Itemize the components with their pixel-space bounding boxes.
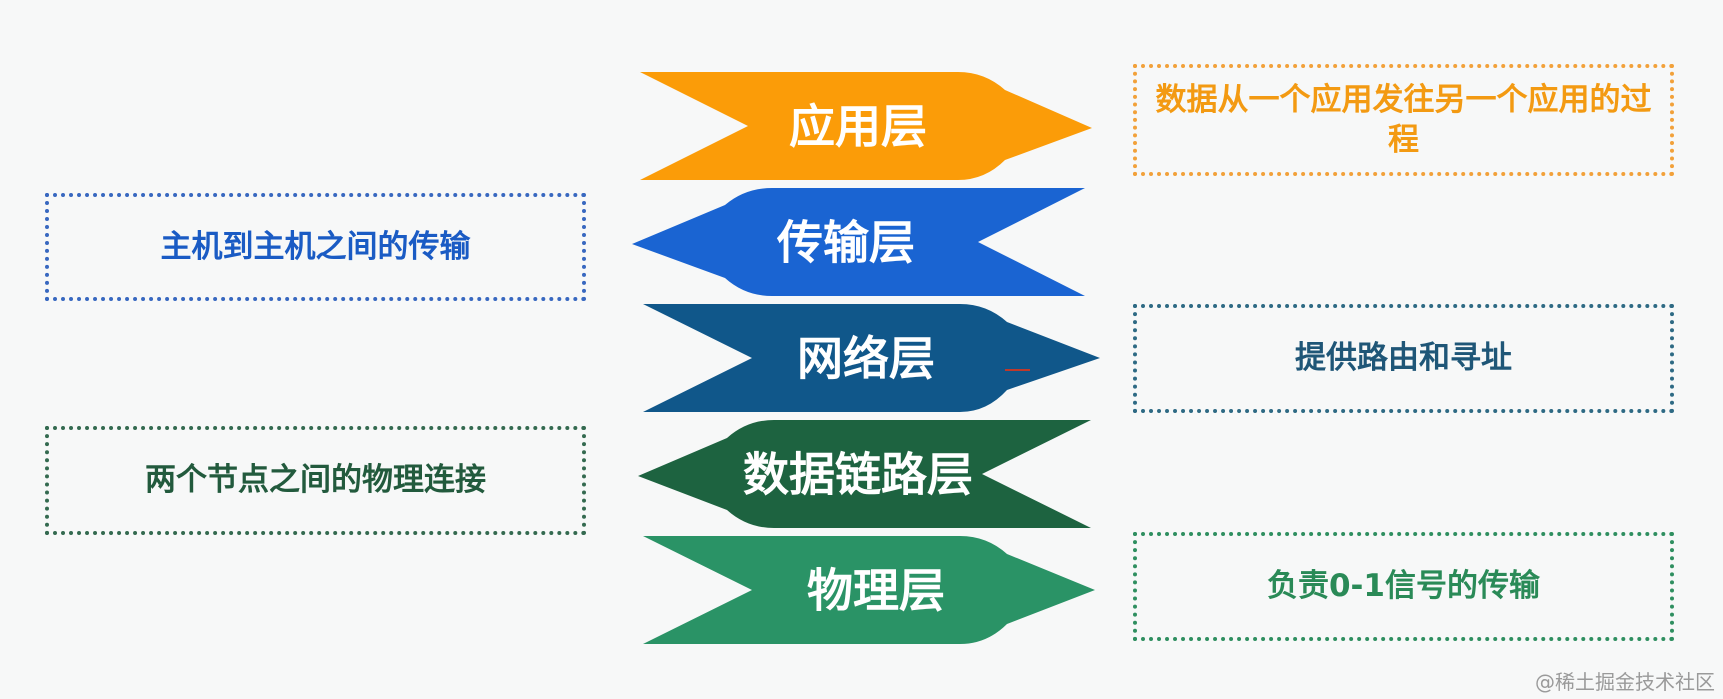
layer-application-shape	[640, 72, 1092, 180]
note-transport: 主机到主机之间的传输	[45, 193, 586, 301]
note-network: 提供路由和寻址	[1133, 304, 1674, 413]
layer-transport-shape	[632, 188, 1085, 296]
layer-application-label: 应用层	[789, 100, 927, 154]
layer-physical-shape	[643, 536, 1095, 644]
note-physical: 负责0-1信号的传输	[1133, 532, 1674, 641]
note-datalink: 两个节点之间的物理连接	[45, 426, 586, 535]
note-datalink-text: 两个节点之间的物理连接	[145, 462, 486, 499]
layer-datalink-shape	[638, 420, 1091, 528]
layer-transport: 传输层	[632, 188, 1085, 296]
layer-network-shape	[643, 304, 1100, 412]
layer-physical-label: 物理层	[807, 564, 945, 618]
note-application-text: 数据从一个应用发往另一个应用的过程	[1155, 81, 1652, 158]
layer-physical: 物理层	[643, 536, 1095, 644]
note-physical-text: 负责0-1信号的传输	[1266, 568, 1540, 605]
layer-application: 应用层	[640, 72, 1092, 180]
layer-network: 网络层	[643, 304, 1100, 412]
layer-transport-label: 传输层	[776, 216, 915, 270]
watermark: @稀土掘金技术社区	[1535, 670, 1715, 694]
note-network-text: 提供路由和寻址	[1295, 340, 1512, 377]
note-application: 数据从一个应用发往另一个应用的过程	[1133, 64, 1674, 176]
layer-datalink: 数据链路层	[638, 420, 1091, 528]
layer-network-label: 网络层	[797, 332, 935, 386]
note-transport-text: 主机到主机之间的传输	[160, 228, 471, 265]
layer-datalink-label: 数据链路层	[743, 448, 973, 502]
